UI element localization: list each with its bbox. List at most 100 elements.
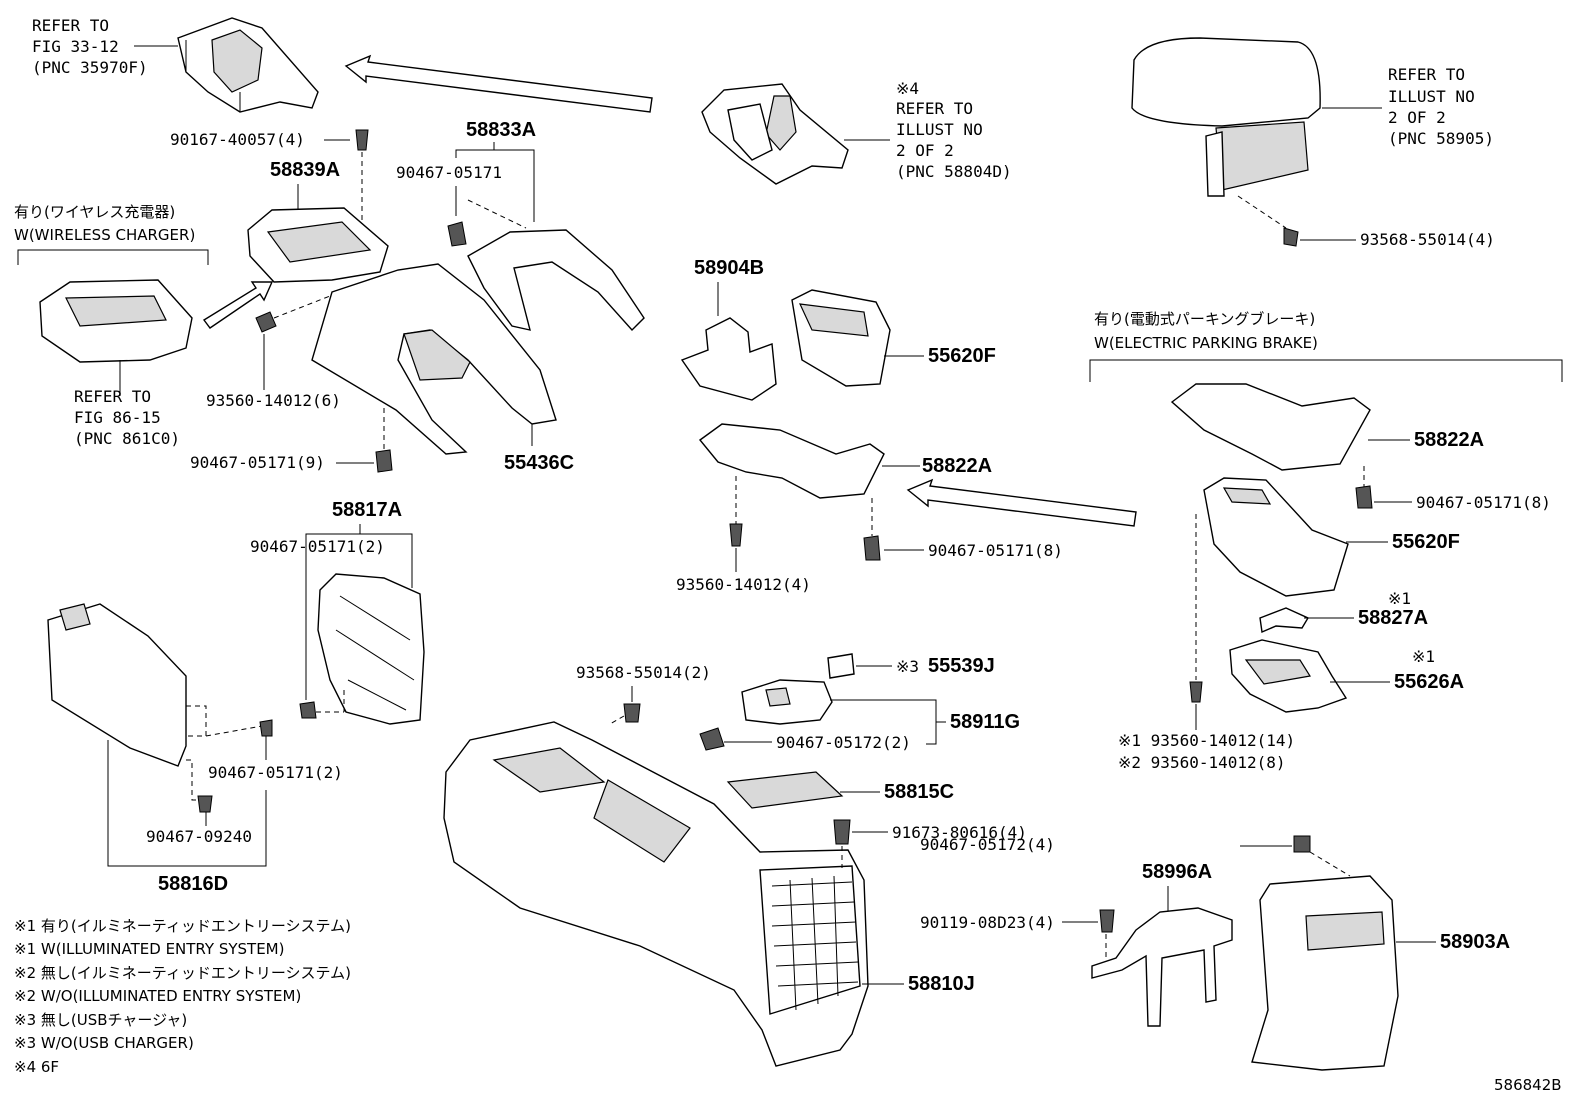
part-55620F-right: 55620F [1392,531,1460,553]
part-58822A-mid: 58822A [922,455,992,477]
part-58903A: 58903A [1440,931,1510,953]
part-90467-09240: 90467-09240 [146,827,252,846]
part-55539J-mark: ※3 [896,657,919,676]
console-cover-55436C-illustration [311,263,557,455]
part-93560-14012-6: 93560-14012(6) [206,391,341,410]
ref-top-right-line1: REFER TO [1388,65,1465,84]
screw-icon [197,795,213,813]
arrow-left-icon [344,54,653,113]
part-55626A-illustration [1229,639,1348,713]
part-58827A-mark: ※1 [1388,589,1411,608]
clip-icon [447,221,467,247]
screw-icon [833,819,851,845]
ref-top-left-line3: (PNC 35970F) [32,58,148,77]
part-55626A-mark: ※1 [1412,647,1435,666]
ref-top-mid-line3: 2 OF 2 [896,141,954,160]
side-panel-58816D-illustration [47,603,187,767]
screw-icon [729,523,743,547]
part-58810J: 58810J [908,973,975,995]
epb-group-jp: 有り(電動式パーキングブレーキ) [1094,310,1315,328]
part-58827A: 58827A [1358,607,1428,629]
part-58815C: 58815C [884,781,954,803]
clip-icon [259,719,273,737]
part-90167-40057: 90167-40057(4) [170,130,305,149]
bracket-58833A-illustration [467,229,645,332]
part-90119-08D23: 90119-08D23(4) [920,913,1055,932]
part-93568-55014-2: 93568-55014(2) [576,663,711,682]
clip-icon [375,449,393,473]
note-2-jp: ※2 無し(イルミネーティッドエントリーシステム) [14,964,351,982]
ref-top-right-line2: ILLUST NO [1388,87,1475,106]
part-90467-05171-2-bot: 90467-05171(2) [208,763,343,782]
arrow-up-right-icon [202,281,274,329]
side-panel-58817A-illustration [317,573,425,725]
part-58904B: 58904B [694,257,764,279]
part-58911G: 58911G [950,711,1020,733]
part-93560-14012-8: ※2 93560-14012(8) [1118,753,1286,772]
screw-icon [355,129,369,151]
wireless-group-en: W(WIRELESS CHARGER) [14,226,195,244]
part-58827A-illustration [1259,607,1310,634]
clip-icon [863,535,881,561]
diagram-id: 586842B [1494,1076,1562,1094]
part-93560-14012-4: 93560-14012(4) [676,575,811,594]
switch-panel-58911G-illustration [741,679,833,725]
note-3-jp: ※3 無し(USBチャージャ) [14,1011,187,1029]
shift-boot-58904B-illustration [680,317,777,401]
part-58822A-right: 58822A [1414,429,1484,451]
part-90467-05171-9: 90467-05171(9) [190,453,325,472]
ref-wireless-line2: FIG 86-15 [74,408,161,427]
part-55436C: 55436C [504,452,574,474]
epb-group-en: W(ELECTRIC PARKING BRAKE) [1094,334,1318,352]
ref-top-right-line3: 2 OF 2 [1388,108,1446,127]
wireless-group-jp: 有り(ワイヤレス充電器) [14,203,175,221]
mat-58815C-illustration [726,771,844,809]
part-90467-05171-a: 90467-05171 [396,163,502,182]
bracket-58822A-right-illustration [1170,383,1371,471]
shift-bezel-illustration [701,83,849,185]
part-90467-05171-2-top: 90467-05171(2) [250,537,385,556]
part-58833A: 58833A [466,119,536,141]
note-3-en: ※3 W/O(USB CHARGER) [14,1034,194,1052]
ref-top-left-line1: REFER TO [32,16,109,35]
clip-icon [1293,835,1311,853]
note-2-en: ※2 W/O(ILLUMINATED ENTRY SYSTEM) [14,987,301,1005]
screw-icon [1099,909,1115,933]
screw-icon [623,703,641,723]
clip-icon [1355,485,1373,509]
part-55620F-mid: 55620F [928,345,996,367]
ref-top-mid-line2: ILLUST NO [896,120,983,139]
bracket-58996A-illustration [1091,907,1233,1027]
part-58816D: 58816D [158,873,228,895]
tray-58839A-illustration [247,207,389,283]
note-1-jp: ※1 有り(イルミネーティッドエントリーシステム) [14,917,351,935]
ref-top-left-line2: FIG 33-12 [32,37,119,56]
part-93568-55014-4: 93568-55014(4) [1360,230,1495,249]
arrow-left-icon [906,478,1137,527]
console-box-58810J-illustration [443,721,869,1067]
ref-wireless-line1: REFER TO [74,387,151,406]
clip-icon [699,727,725,751]
part-58996A: 58996A [1142,861,1212,883]
screw-icon [1189,681,1203,703]
part-90467-05172-2: 90467-05172(2) [776,733,911,752]
part-90467-05171-8-mid: 90467-05171(8) [928,541,1063,560]
part-58817A: 58817A [332,499,402,521]
part-58839A: 58839A [270,159,340,181]
note-4: ※4 6F [14,1058,59,1076]
shift-panel-illustration [177,17,319,113]
cup-holder-55620F-right-illustration [1203,477,1349,597]
ref-top-right-line4: (PNC 58905) [1388,129,1494,148]
part-90467-05171-8-right: 90467-05171(8) [1416,493,1551,512]
part-91673-80616: 91673-80616(4) [892,823,1027,842]
bracket-58822A-mid-illustration [698,423,885,499]
clip-icon [299,701,317,719]
part-90467-05172-4: 90467-05172(4) [920,835,1055,854]
ref-top-mid-mark: ※4 [896,79,919,98]
screw-icon [255,311,277,333]
ref-top-mid-line4: (PNC 58804D) [896,162,1012,181]
part-55539J-illustration [827,653,855,679]
screw-icon [1283,227,1299,247]
wireless-charger-illustration [39,279,193,363]
